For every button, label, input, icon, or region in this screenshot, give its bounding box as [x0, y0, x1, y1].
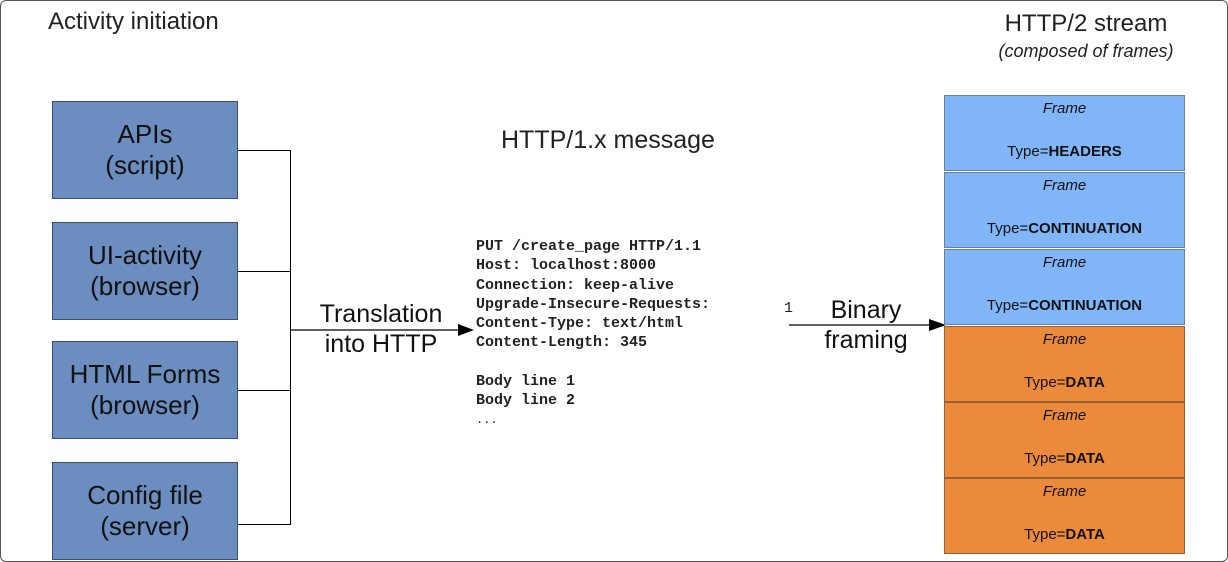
connector-line	[238, 390, 290, 391]
frame-type: Type=DATA	[1024, 526, 1105, 543]
connector-line	[238, 524, 290, 525]
source-box-line: (script)	[105, 150, 185, 180]
http2-stream-subheading: (composed of frames)	[998, 41, 1174, 61]
framing-arrow	[789, 319, 946, 331]
frame-label: Frame	[1042, 254, 1087, 271]
translation-label-line: into HTTP	[324, 330, 438, 358]
frame-continuation: Frame Type=CONTINUATION	[944, 172, 1185, 248]
source-box-line: Config file	[87, 480, 203, 510]
message-line: Upgrade-Insecure-Requests:	[476, 295, 711, 313]
http1-message-heading: HTTP/1.x message	[501, 126, 715, 154]
source-box-line: (browser)	[90, 271, 200, 301]
upgrade-insecure-value: 1	[784, 300, 794, 317]
message-line: Content-Type: text/html	[476, 315, 684, 333]
frame-headers: Frame Type=HEADERS	[944, 95, 1185, 171]
connector-line	[238, 271, 290, 272]
frame-type: Type=HEADERS	[1007, 143, 1122, 160]
source-box-config-file: Config file (server)	[52, 462, 238, 560]
frame-label: Frame	[1042, 100, 1087, 117]
source-box-line: HTML Forms	[69, 359, 221, 389]
frame-type: Type=CONTINUATION	[986, 297, 1143, 314]
framing-label-line: Binary	[830, 296, 902, 324]
frame-type: Type=DATA	[1024, 450, 1105, 467]
frame-label: Frame	[1042, 331, 1087, 348]
frame-label: Frame	[1042, 483, 1087, 500]
frame-label: Frame	[1042, 407, 1087, 424]
source-box-line: UI-activity	[87, 240, 203, 270]
translation-arrow	[290, 324, 474, 336]
source-box-line: (browser)	[90, 390, 200, 420]
frame-label: Frame	[1042, 177, 1087, 194]
message-line: Body line 1	[476, 373, 576, 391]
connector-line	[238, 150, 290, 151]
source-box-line: (server)	[100, 511, 190, 541]
message-line: PUT /create_page HTTP/1.1	[476, 238, 702, 255]
source-box-line: APIs	[117, 119, 173, 149]
translation-label: Translation into HTTP	[301, 299, 461, 359]
frame-data: Frame Type=DATA	[944, 478, 1185, 554]
message-line	[476, 353, 710, 372]
message-line: Host: localhost:8000	[476, 257, 657, 275]
framing-label: Binary framing	[801, 295, 931, 355]
http2-stream-heading: HTTP/2 stream	[1004, 10, 1168, 37]
frame-type: Type=CONTINUATION	[986, 220, 1143, 237]
source-box-apis: APIs (script)	[52, 101, 238, 199]
message-line: Content-Length: 345	[476, 334, 648, 352]
connector-trunk	[290, 150, 291, 525]
framing-label-line: framing	[824, 326, 908, 354]
frame-type: Type=DATA	[1024, 374, 1105, 391]
source-box-html-forms: HTML Forms (browser)	[52, 341, 238, 439]
translation-label-line: Translation	[319, 300, 443, 328]
frame-continuation: Frame Type=CONTINUATION	[944, 249, 1185, 325]
frame-data: Frame Type=DATA	[944, 326, 1185, 402]
activity-initiation-heading: Activity initiation	[48, 8, 219, 35]
message-line: Body line 2	[476, 392, 576, 410]
message-line: ...	[476, 412, 498, 427]
frame-data: Frame Type=DATA	[944, 402, 1185, 478]
source-box-ui-activity: UI-activity (browser)	[52, 222, 238, 320]
message-line: Connection: keep-alive	[476, 276, 675, 294]
